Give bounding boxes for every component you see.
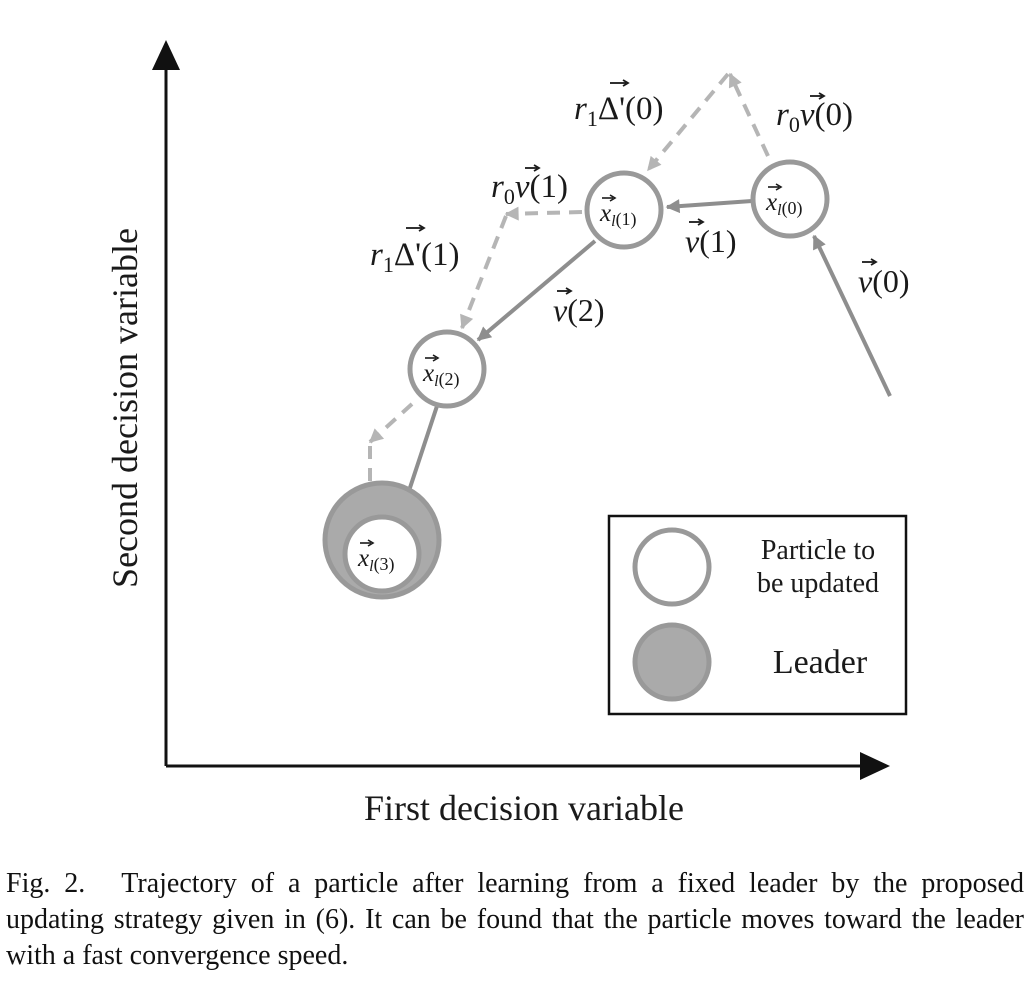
dashed-arrow-r1d1 [460, 215, 508, 330]
label-v1: v(1) [685, 218, 737, 259]
dashed-arrow-r0v0 [728, 72, 770, 157]
particle-circle-3 [342, 514, 422, 594]
particle-label-0: xl(0) [765, 183, 803, 219]
particle-circle-2 [407, 329, 487, 409]
legend: Particle to be updated Leader [607, 514, 908, 716]
particle-label-2: xl(2) [422, 354, 460, 390]
dashed-arrow-r0v1 [504, 206, 583, 221]
svg-text:v(2): v(2) [553, 292, 605, 328]
arrow-v1 [665, 199, 753, 214]
particle-circle-0 [750, 159, 830, 239]
particle-circle-1 [584, 170, 664, 250]
label-r0v0: r0v(0) [776, 92, 853, 137]
caption-text: Trajectory of a particle after learning … [6, 868, 1024, 971]
label-r1d1: r1Δ'(1) [370, 224, 460, 277]
arrow-v2 [476, 239, 597, 342]
legend-leader-symbol [632, 622, 712, 702]
legend-particle-line2: be updated [757, 568, 879, 599]
x-axis-label: First decision variable [364, 788, 684, 828]
svg-text:r1Δ'(1): r1Δ'(1) [370, 237, 460, 277]
dashed-arrows [368, 72, 770, 484]
svg-text:r0v(0): r0v(0) [776, 97, 853, 137]
svg-text:r1Δ'(0): r1Δ'(0) [574, 91, 664, 131]
legend-particle-line1: Particle to [761, 535, 875, 566]
arrow-v0 [812, 234, 892, 397]
y-axis-label: Second decision variable [105, 228, 145, 588]
label-r0v1: r0v(1) [491, 164, 568, 209]
trajectory-diagram: First decision variable Second decision … [105, 40, 910, 828]
particle-label-1: xl(1) [599, 194, 637, 230]
particle-label-3: xl(3) [357, 539, 395, 575]
figure-caption: Fig. 2.Trajectory of a particle after le… [6, 866, 1024, 974]
x-axis-arrowhead [860, 752, 890, 780]
label-v2: v(2) [553, 287, 605, 328]
caption-label: Fig. 2. [6, 868, 86, 899]
legend-particle-symbol [632, 527, 712, 607]
label-v0: v(0) [858, 258, 910, 299]
label-r1d0: r1Δ'(0) [574, 79, 664, 131]
legend-leader-label: Leader [773, 644, 868, 681]
svg-text:xl(0): xl(0) [765, 189, 803, 219]
y-axis-arrowhead [152, 40, 180, 70]
axes [152, 40, 890, 780]
svg-text:r0v(1): r0v(1) [491, 169, 568, 209]
dashed-arrow-r0v2 [368, 402, 414, 444]
svg-text:xl(1): xl(1) [599, 200, 637, 230]
svg-text:v(0): v(0) [858, 263, 910, 299]
svg-text:xl(2): xl(2) [422, 360, 460, 390]
svg-text:v(1): v(1) [685, 223, 737, 259]
svg-text:xl(3): xl(3) [357, 545, 395, 575]
